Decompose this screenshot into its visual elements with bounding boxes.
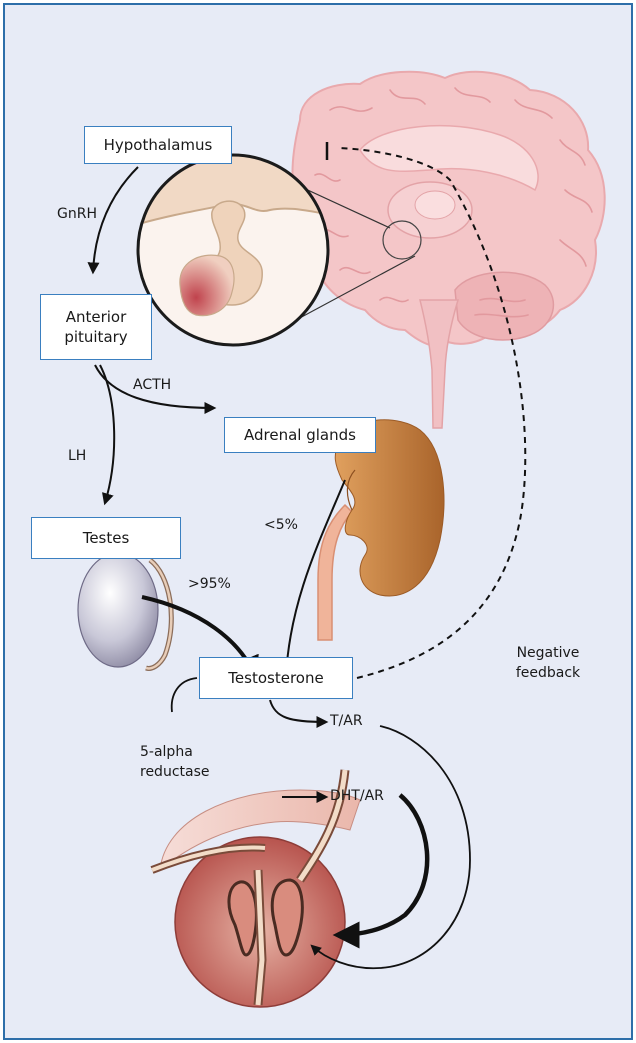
adrenal-glands-box: Adrenal glands	[224, 417, 376, 453]
negative-feedback-label: Negative feedback	[506, 643, 590, 684]
lh-label: LH	[68, 448, 86, 464]
dht-ar-label: DHT/AR	[330, 788, 384, 804]
five-alpha-reductase-label: 5-alpha reductase	[140, 742, 236, 783]
anterior-pituitary-label: Anterior pituitary	[56, 307, 136, 348]
acth-label: ACTH	[133, 377, 171, 393]
brain-illustration	[293, 72, 605, 428]
hypothalamus-label: Hypothalamus	[104, 135, 213, 155]
prostate-illustration	[152, 770, 360, 1007]
t-ar-label: T/AR	[330, 713, 363, 729]
testosterone-label: Testosterone	[228, 668, 323, 688]
gt95-label: >95%	[188, 576, 231, 592]
adrenal-glands-label: Adrenal glands	[244, 425, 356, 445]
testes-label: Testes	[83, 528, 130, 548]
testis-illustration	[78, 553, 171, 668]
lt5-label: <5%	[264, 517, 298, 533]
hypothalamus-box: Hypothalamus	[84, 126, 232, 164]
testes-box: Testes	[31, 517, 181, 559]
anterior-pituitary-box: Anterior pituitary	[40, 294, 152, 360]
gnrh-label: GnRH	[57, 206, 97, 222]
testosterone-box: Testosterone	[199, 657, 353, 699]
